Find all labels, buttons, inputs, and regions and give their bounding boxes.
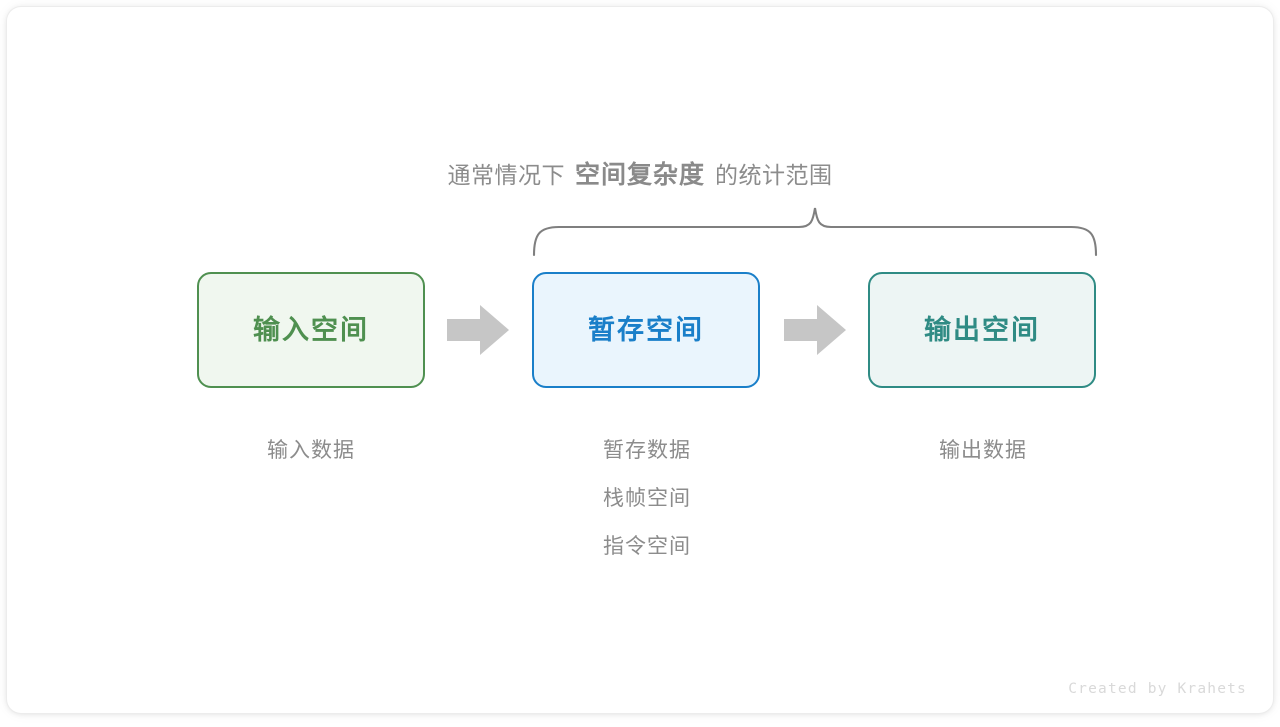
stage-box-temp[interactable]: 暂存空间 [532,272,760,388]
stage-box-output-label: 输出空间 [924,314,1040,345]
stage-box-output[interactable]: 输出空间 [868,272,1096,388]
arrow-right-icon [784,305,846,355]
stage-flow-row: 输入空间 暂存空间 输出空间 [7,272,1273,390]
curly-brace-icon [532,207,1098,257]
stage-details-input: 输入数据 [191,427,431,475]
stage-detail-item: 输出数据 [939,439,1027,462]
caption-suffix: 的统计范围 [715,162,833,188]
diagram-canvas: 通常情况下空间复杂度的统计范围 输入空间 暂存空间 输出空间 输入数据 暂存数据… [7,7,1273,713]
stage-detail-item: 栈帧空间 [603,487,691,510]
diagram-caption: 通常情况下空间复杂度的统计范围 [7,155,1273,191]
stage-box-input-label: 输入空间 [253,314,369,345]
stage-detail-item: 输入数据 [267,439,355,462]
stage-details-temp: 暂存数据 栈帧空间 指令空间 [527,427,767,571]
stage-details-output: 输出数据 [863,427,1103,475]
caption-emphasis: 空间复杂度 [574,161,705,189]
arrow-right-icon [447,305,509,355]
stage-box-temp-label: 暂存空间 [588,314,704,345]
watermark-credit: Created by Krahets [1068,681,1247,697]
stage-detail-item: 暂存数据 [603,439,691,462]
caption-prefix: 通常情况下 [447,162,565,188]
stage-detail-item: 指令空间 [603,535,691,558]
stage-box-input[interactable]: 输入空间 [197,272,425,388]
